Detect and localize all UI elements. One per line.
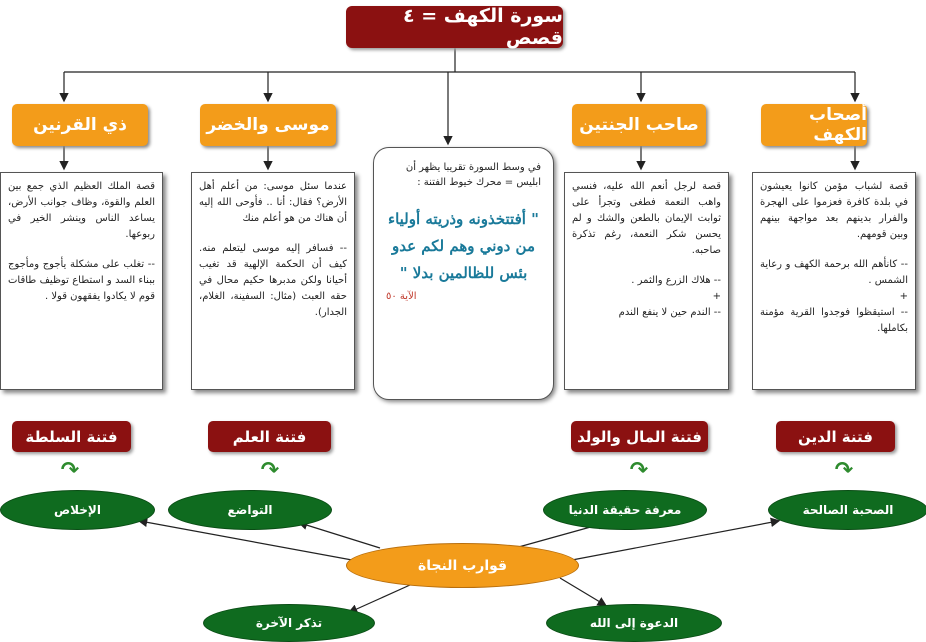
story-text: عندما سئل موسى: من أعلم أهل الأرض؟ فقال:…: [199, 181, 347, 224]
curved-arrow-icon: ↷: [834, 458, 854, 483]
story-text: -- فسافر إليه موسى ليتعلم منه. كيف أن ال…: [199, 243, 347, 318]
quran-verse: " أفتتخذونه وذريته أولياء من دوني وهم لك…: [388, 210, 539, 282]
verse-reference: الآية ٥٠: [386, 291, 417, 302]
fitna-power: فتنة السلطة: [12, 421, 131, 452]
center-intro: في وسط السورة تقريبا يظهر أن ابليس = محر…: [405, 162, 541, 188]
story-text: -- هلاك الزرع والثمر . + -- الندم حين لا…: [618, 275, 721, 318]
story-text: قصة لرجل أنعم الله عليه، فنسي واهب النعم…: [572, 181, 721, 256]
curved-arrow-icon: ↷: [60, 458, 80, 483]
curved-arrow-icon: ↷: [629, 458, 649, 483]
fitna-knowledge: فتنة العلم: [208, 421, 331, 452]
remedy-humility: التواضع: [168, 490, 332, 530]
surah-title: سورة الكهف = ٤ قصص: [346, 5, 563, 49]
bottom-remember-hereafter: تذكر الآخرة: [203, 604, 375, 642]
curved-arrow-icon: ↷: [260, 458, 280, 483]
remedy-sincerity: الإخلاص: [0, 490, 155, 530]
story-ashab-alkahf: أصحاب الكهف: [761, 104, 867, 146]
remedy-knowing-world: معرفة حقيقة الدنيا: [543, 490, 707, 530]
story-text: قصة لشباب مؤمن كانوا يعيشون في بلدة كافر…: [760, 181, 908, 240]
story-sahib-aljannatayn: صاحب الجنتين: [572, 104, 706, 146]
remedy-righteous-company: الصحبة الصالحة: [768, 490, 926, 530]
story-dhul-qarnayn: ذي القرنين: [12, 104, 148, 146]
story-text-box: قصة لرجل أنعم الله عليه، فنسي واهب النعم…: [564, 172, 729, 390]
story-text: قصة الملك العظيم الذي جمع بين العلم والق…: [8, 181, 155, 240]
fitna-religion: فتنة الدين: [776, 421, 895, 452]
story-musa-alkhidr: موسى والخضر: [200, 104, 336, 146]
fitna-wealth-children: فتنة المال والولد: [571, 421, 708, 452]
story-text: -- تغلب على مشكلة يأجوج ومأجوج ببناء الس…: [8, 259, 155, 302]
bottom-dawah: الدعوة إلى الله: [546, 604, 722, 642]
story-text-box: عندما سئل موسى: من أعلم أهل الأرض؟ فقال:…: [191, 172, 355, 390]
story-text-box: قصة لشباب مؤمن كانوا يعيشون في بلدة كافر…: [752, 172, 916, 390]
story-text-box: قصة الملك العظيم الذي جمع بين العلم والق…: [0, 172, 163, 390]
center-verse-box: في وسط السورة تقريبا يظهر أن ابليس = محر…: [373, 147, 554, 400]
salvation-boats-hub: قوارب النجاة: [346, 543, 579, 588]
story-text: -- كانأهم الله برحمة الكهف و رعاية الشمس…: [760, 259, 908, 334]
